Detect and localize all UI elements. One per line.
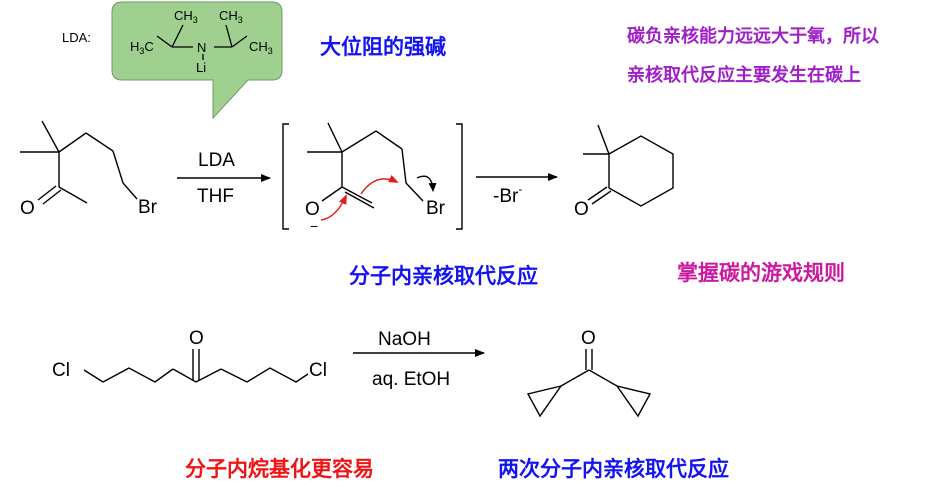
- curved-arrow-oxygen-to-carbon: [320, 194, 347, 221]
- intermediate-negative-charge: −: [310, 218, 318, 234]
- lda-h3c-left: H3C: [130, 39, 154, 56]
- lda-bubble: [111, 1, 283, 120]
- reaction1-starting-material: [20, 120, 138, 205]
- note-master-carbon-rules: 掌握碳的游戏规则: [677, 261, 845, 285]
- curved-arrow-bromide-leaving: [416, 175, 437, 192]
- lda-ch3-top-right: CH3: [219, 8, 243, 25]
- note-intramolecular-substitution: 分子内亲核取代反应: [349, 264, 538, 288]
- reaction2-reagent-aq-etoh: aq. EtOH: [372, 369, 450, 390]
- product-dimethylcyclohexanone: [583, 124, 674, 207]
- reaction1-loss-bromide: -Br-: [493, 182, 522, 207]
- intermediate-enolate: [307, 122, 424, 209]
- reaction2-dichloroketone: [83, 349, 309, 383]
- product-oxygen: O: [574, 199, 589, 220]
- note-bulky-strong-base: 大位阻的强碱: [320, 35, 446, 59]
- lda-ch3-top-left: CH3: [174, 8, 198, 25]
- lda-lithium: Li: [196, 60, 206, 75]
- intermediate-bromine: Br: [426, 198, 446, 219]
- reaction1-reagent-lda: LDA: [198, 150, 235, 171]
- intermediate-oxygen: O: [305, 199, 320, 220]
- product2-oxygen: O: [581, 328, 596, 349]
- reaction1-start-bromine: Br: [138, 197, 158, 218]
- lda-structure: [156, 24, 248, 60]
- reaction1-reagent-thf: THF: [197, 186, 234, 207]
- lda-ch3-right: CH3: [249, 39, 273, 56]
- curved-arrow-carbon-to-carbon: [360, 174, 399, 195]
- note-intramolecular-alkylation: 分子内烷基化更容易: [185, 457, 374, 481]
- note-carbon-nucleophile-line2: 亲核取代反应主要发生在碳上: [627, 65, 861, 86]
- reaction2-oxygen: O: [189, 328, 204, 349]
- product-dicyclopropylketone: [526, 349, 652, 418]
- note-carbon-nucleophile-line1: 碳负亲核能力远远大于氧，所以: [627, 26, 879, 47]
- note-double-intramolecular-substitution: 两次分子内亲核取代反应: [498, 457, 729, 481]
- lda-label: LDA:: [62, 30, 91, 45]
- reaction1-start-oxygen: O: [20, 198, 35, 219]
- reaction2-chlorine-right: Cl: [309, 360, 327, 381]
- reaction2-reagent-naoh: NaOH: [378, 329, 431, 350]
- intermediate-brackets: [282, 123, 463, 230]
- lda-nitrogen: N: [197, 40, 206, 55]
- reaction2-chlorine-left: Cl: [52, 360, 70, 381]
